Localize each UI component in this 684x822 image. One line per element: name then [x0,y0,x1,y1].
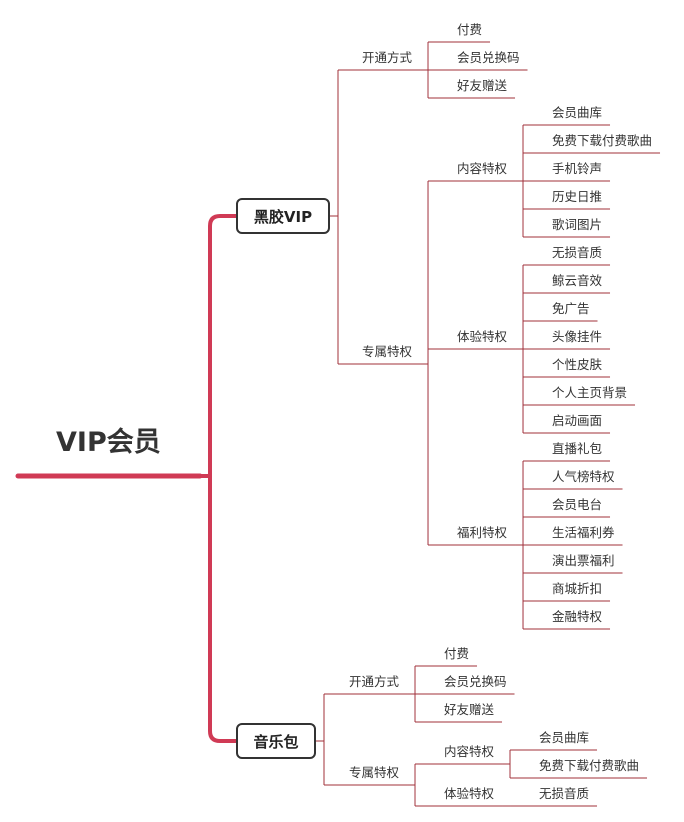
leaf-b0-content-0[interactable]: 会员曲库 [552,105,603,120]
leaf-b0-welfare-2[interactable]: 会员电台 [552,497,603,512]
root-topic[interactable]: VIP会员 [56,427,161,458]
leaf-b0-experience-2[interactable]: 免广告 [552,301,590,316]
topic-b0-welfare[interactable]: 福利特权 [457,525,508,540]
leaf-b0-experience-6[interactable]: 启动画面 [552,413,603,428]
leaf-b0-experience-3[interactable]: 头像挂件 [552,329,603,344]
leaf-b0-welfare-6[interactable]: 金融特权 [552,609,603,624]
leaf-b1-activation-1[interactable]: 会员兑换码 [444,674,507,689]
trunk-connector [208,214,236,227]
leaf-b0-activation-0[interactable]: 付费 [457,22,483,37]
leaf-b0-activation-2[interactable]: 好友赠送 [457,78,508,93]
topic-b0-privileges[interactable]: 专属特权 [362,344,413,359]
leaf-b0-welfare-1[interactable]: 人气榜特权 [552,469,615,484]
leaf-b1-content-0[interactable]: 会员曲库 [539,730,590,745]
topic-b1-activation[interactable]: 开通方式 [349,674,400,689]
leaf-b1-experience-0[interactable]: 无损音质 [539,786,590,801]
branch-music-package[interactable]: 音乐包 [236,723,316,759]
leaf-b0-content-4[interactable]: 歌词图片 [552,217,603,232]
leaf-b0-welfare-0[interactable]: 直播礼包 [552,441,603,456]
leaf-b0-welfare-5[interactable]: 商城折扣 [552,581,603,596]
branch-heijiao-vip[interactable]: 黑胶VIP [236,198,330,234]
leaf-b0-experience-4[interactable]: 个性皮肤 [552,357,603,372]
leaf-b0-experience-0[interactable]: 无损音质 [552,245,603,260]
leaf-b0-content-1[interactable]: 免费下载付费歌曲 [552,133,653,148]
leaf-b0-content-2[interactable]: 手机铃声 [552,161,603,176]
topic-b0-experience[interactable]: 体验特权 [457,329,508,344]
leaf-b0-welfare-3[interactable]: 生活福利券 [552,525,615,540]
topic-b1-experience[interactable]: 体验特权 [444,786,495,801]
topic-b0-content[interactable]: 内容特权 [457,161,508,176]
topic-b1-privileges[interactable]: 专属特权 [349,765,400,780]
leaf-b1-activation-2[interactable]: 好友赠送 [444,702,495,717]
leaf-b1-activation-0[interactable]: 付费 [444,646,470,661]
trunk-connector [208,730,236,743]
leaf-b0-activation-1[interactable]: 会员兑换码 [457,50,520,65]
topic-b0-activation[interactable]: 开通方式 [362,50,413,65]
leaf-b1-content-1[interactable]: 免费下载付费歌曲 [539,758,640,773]
leaf-b0-welfare-4[interactable]: 演出票福利 [552,553,615,568]
leaf-b0-content-3[interactable]: 历史日推 [552,189,603,204]
leaf-b0-experience-1[interactable]: 鲸云音效 [552,273,603,288]
leaf-b0-experience-5[interactable]: 个人主页背景 [552,385,628,400]
topic-b1-content[interactable]: 内容特权 [444,744,495,759]
